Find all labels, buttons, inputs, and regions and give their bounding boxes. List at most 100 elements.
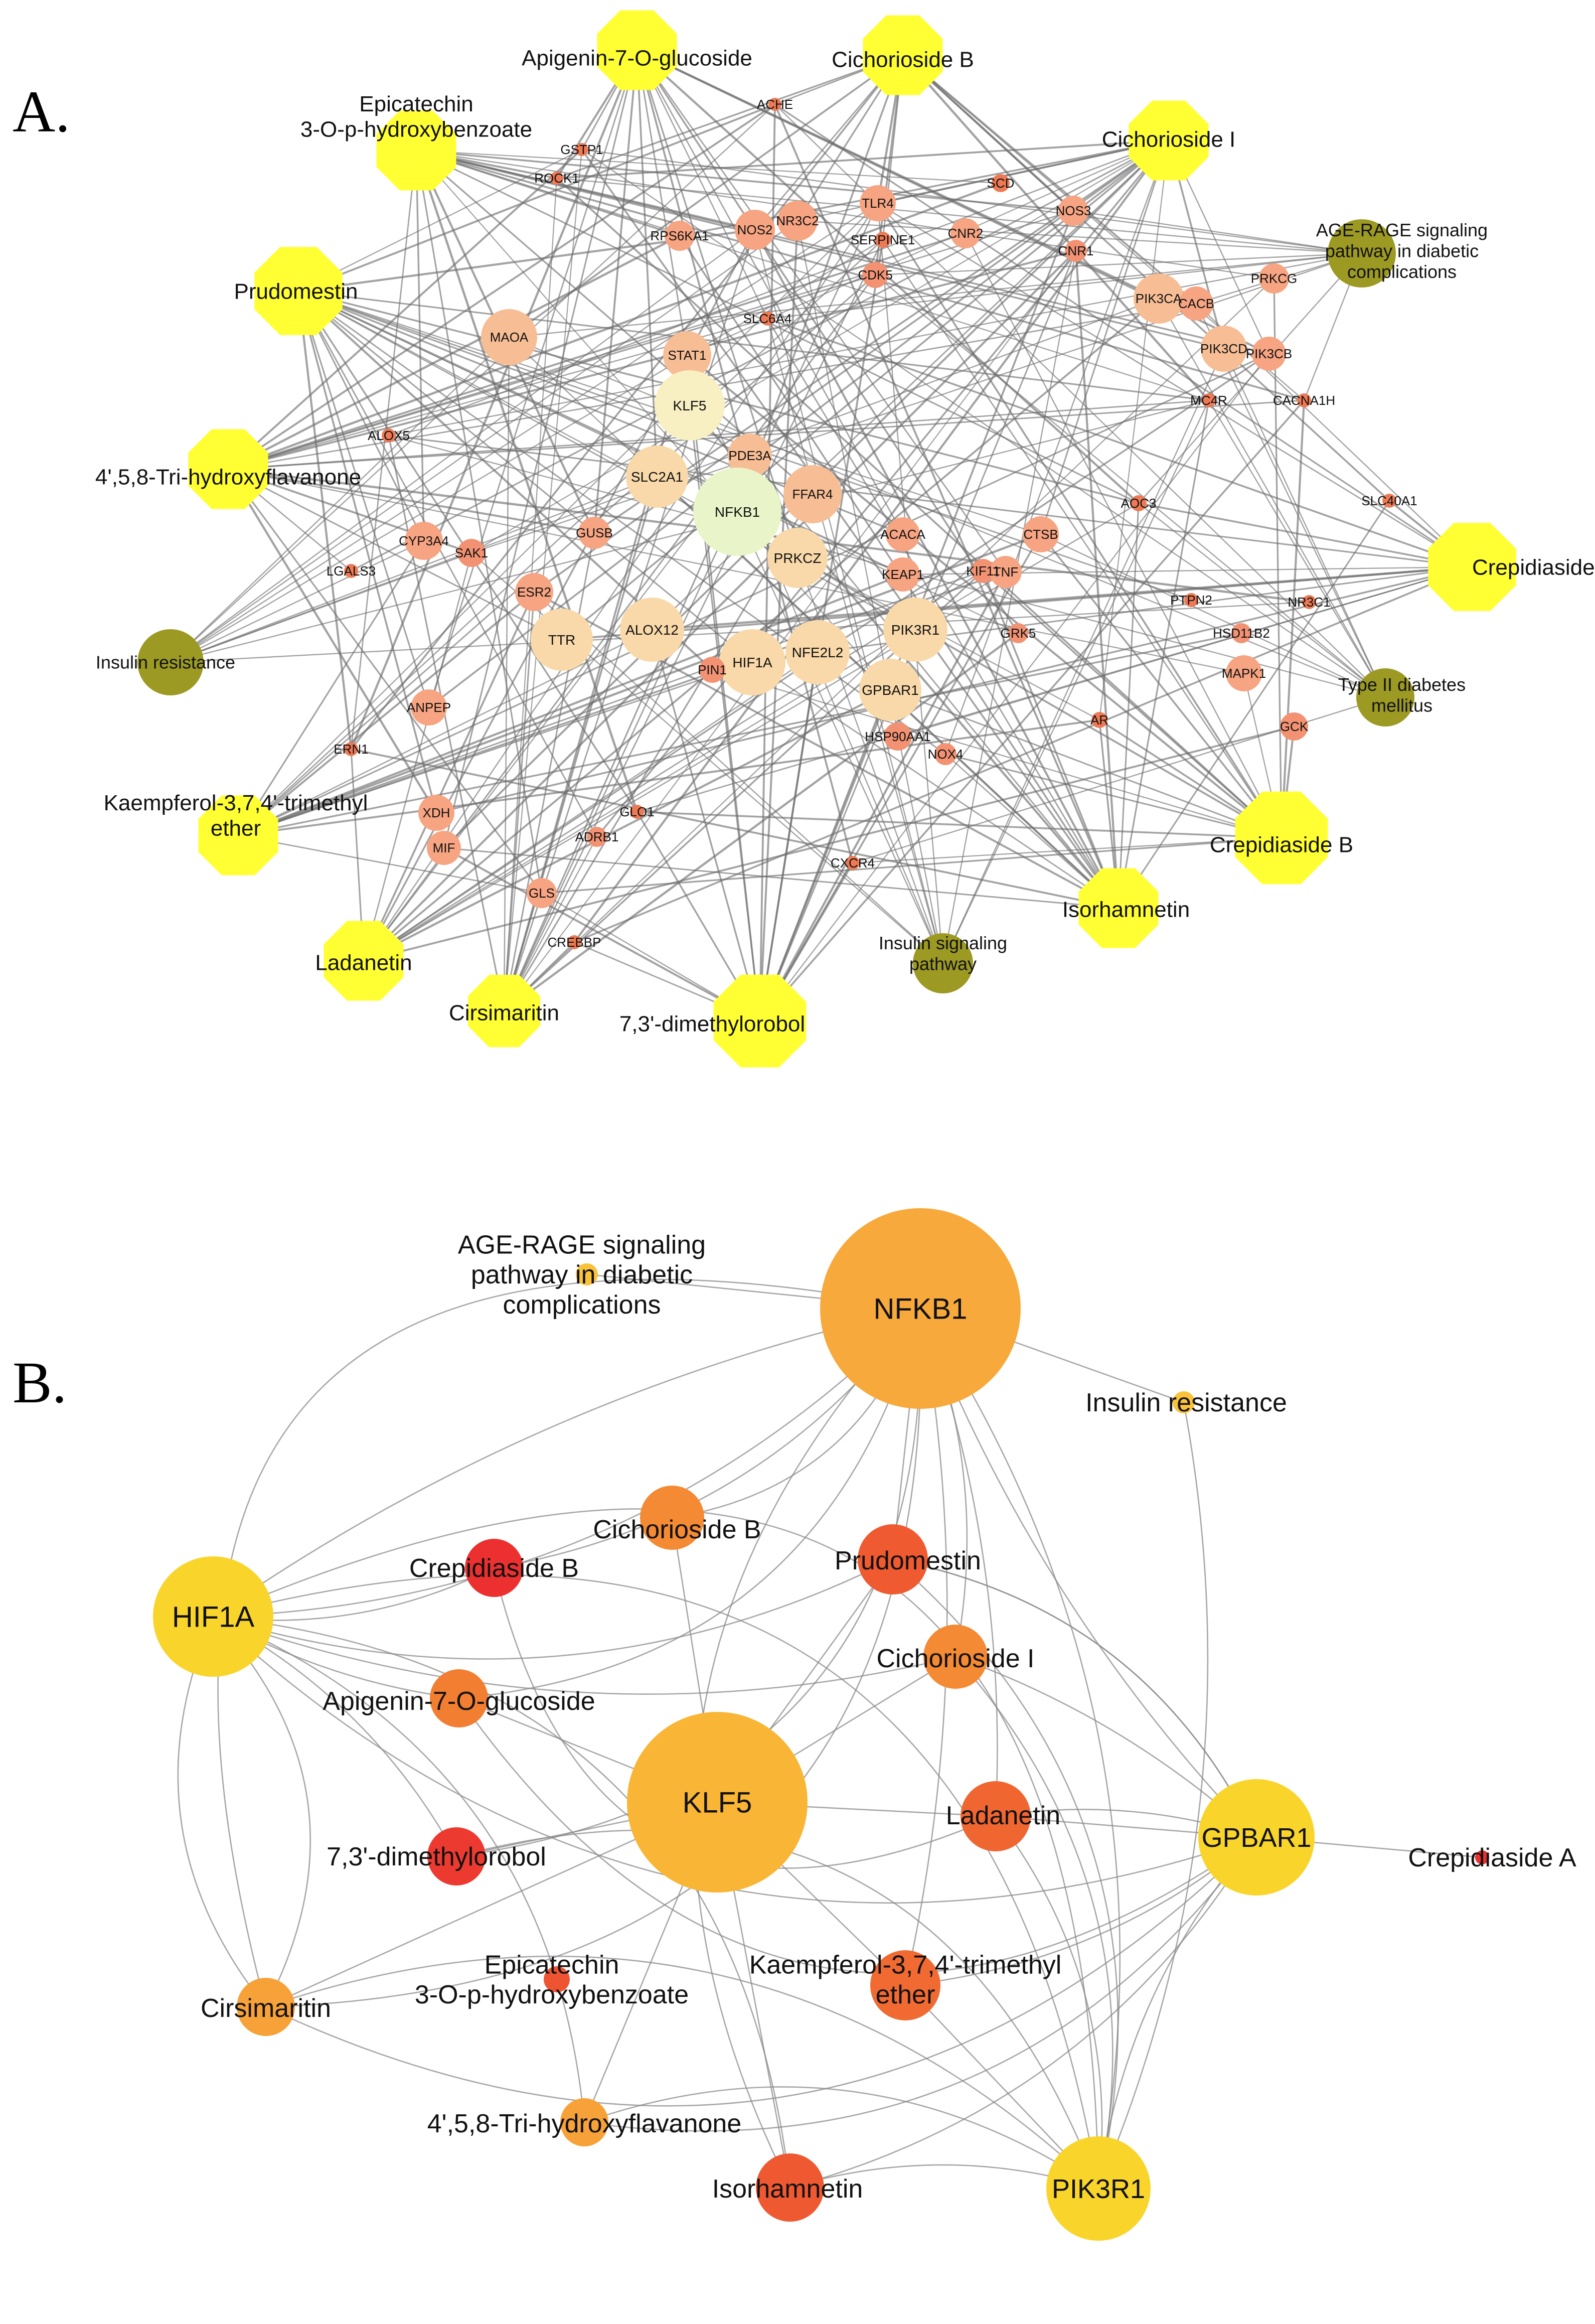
edge [298,103,775,292]
target-label-kif11: KIF11 [966,563,1000,578]
edge [942,250,1077,964]
edge [1138,503,1386,698]
compound-label-kaem: Kaempferol-3,7,4'-trimethyl [104,791,368,815]
target-label-nos3: NOS3 [1056,203,1091,218]
edge [892,1558,1257,1838]
edge [875,252,1362,276]
node-label-pik3r1: PIK3R1 [1052,2174,1145,2204]
panel-a-labels: ACHEGSTP1ROCK1TLR4SCDNOS3NOS2NR3C2RPS6KA… [95,46,1595,1036]
node-tri [560,2098,608,2146]
target-label-gls: GLS [529,886,555,901]
target-node-gls [527,878,557,908]
target-node-rps6ka1 [665,221,695,251]
target-node-esr2 [515,573,553,611]
compound-label-kaem: ether [211,816,261,841]
target-node-cyp3a4 [405,522,443,560]
target-node-pik3cd [1201,326,1247,372]
edge [636,566,1473,813]
edge [265,1837,1257,2107]
edge [712,669,1282,839]
edge [573,139,1170,943]
target-node-gpbar1 [859,659,921,721]
target-node-hsd11b2 [1231,623,1251,643]
target-label-esr2: ESR2 [517,585,551,600]
target-label-nfkb1: NFKB1 [715,504,760,520]
node-cirs [237,1978,295,2036]
target-label-ptpn2: PTPN2 [1170,593,1212,608]
edge [351,139,1169,572]
target-label-pin1: PIN1 [698,662,727,677]
node-label-klf5: KLF5 [683,1786,752,1819]
compound-node-cicb [863,15,943,95]
edge [238,834,542,894]
target-label-nr3c1: NR3C1 [1288,595,1330,610]
node-label-dmo: 7,3'-dimethylorobol [327,1842,546,1871]
edge [556,177,1283,839]
node-crepb [465,1539,523,1597]
edge [636,50,799,558]
pathway-label-isp: Insulin signaling [879,933,1007,953]
node-label-api7g: Apigenin-7-O-glucoside [323,1687,595,1716]
node-ir [1173,1391,1195,1413]
edge [170,229,755,663]
edge [759,220,799,1022]
target-label-slc40a1: SLC40A1 [1361,493,1417,508]
edge [363,592,535,961]
edge [298,149,582,292]
edge [758,689,892,1022]
edge [593,50,638,533]
target-node-sak1 [457,539,486,567]
target-node-slc40a1 [1382,494,1396,508]
edge [388,252,1362,437]
target-node-anpep [411,689,447,725]
compound-node-lada [324,921,404,1001]
edge [503,494,814,1011]
node-label-age: complications [503,1290,661,1320]
target-node-ffar4 [783,465,842,523]
edge [170,104,775,663]
compound-label-lada: Ladanetin [315,950,412,975]
edge [636,50,1007,572]
target-label-nfe2l2: NFE2L2 [792,645,844,660]
edge [902,54,1197,305]
target-node-lgals3 [344,564,358,578]
target-label-stat1: STAT1 [668,348,706,363]
edge [298,290,903,575]
edge [458,1698,1257,1974]
target-label-pik3cb: PIK3CB [1246,346,1293,361]
target-label-cdk5: CDK5 [858,267,892,282]
target-node-aoc3 [1131,495,1147,511]
edge [298,290,753,663]
edge [351,748,1119,909]
edge [1040,140,1170,535]
edge [228,182,1001,471]
edge [503,337,510,1011]
edge [1073,210,1362,254]
compound-label-epi: Epicatechin [359,92,473,116]
target-node-ptpn2 [1184,593,1198,607]
edge [237,540,425,836]
compound-node-cirs [467,974,541,1048]
node-label-epi: 3-O-p-hydroxybenzoate [415,1980,689,2009]
target-node-kif11 [971,559,995,583]
pathway-label-t2d: mellitus [1371,695,1432,715]
target-label-gstp1: GSTP1 [560,142,603,157]
edge [265,1955,1099,2189]
target-label-prkcg: PRKCG [1251,271,1297,286]
target-node-pik3cb [1252,337,1286,371]
target-node-scd [992,174,1010,192]
target-node-tlr4 [860,185,896,221]
target-label-ffar4: FFAR4 [792,487,833,502]
target-label-nox4: NOX4 [928,747,964,762]
edge [503,632,1019,1012]
node-label-lada: Ladanetin [946,1801,1060,1830]
node-label-cirs: Cirsimaritin [201,1994,331,2023]
target-node-hif1a [719,629,785,695]
edge [363,250,1077,962]
target-label-pik3ca: PIK3CA [1136,291,1182,306]
target-label-tnf: TNF [993,564,1019,579]
edge [228,399,1305,470]
edge [297,290,430,708]
